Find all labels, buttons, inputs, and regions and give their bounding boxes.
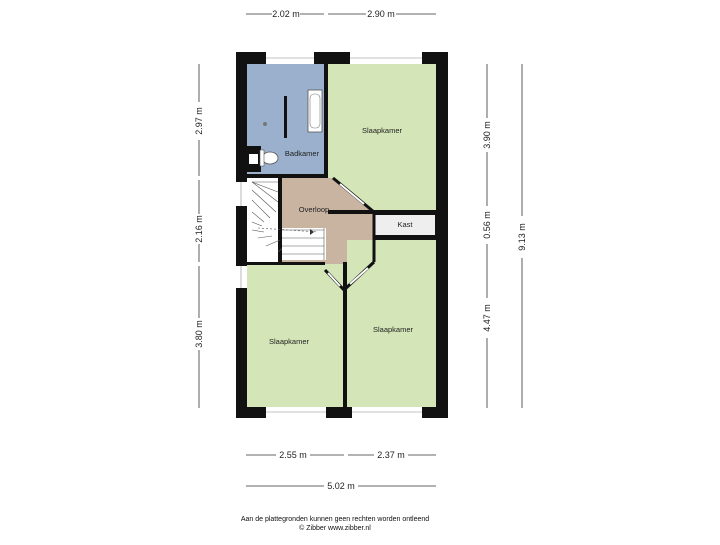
windows (236, 52, 422, 418)
shower-wall (284, 96, 287, 138)
dimension-bottom-right: 2.37 m (377, 450, 405, 460)
room-label-landing: Overloop (299, 205, 329, 214)
bathroom-fixtures (247, 89, 323, 172)
wall-stairs-bedroom (247, 262, 325, 265)
window-bedroom-bottom-left (266, 407, 326, 418)
room-label-bedroom-bottom-left: Slaapkamer (269, 337, 310, 346)
room-label-bathroom: Badkamer (285, 149, 320, 158)
stair-direction-arrow-icon (310, 229, 314, 235)
bedroom-bottom-left-floor (247, 264, 343, 407)
window-stairs (236, 182, 247, 206)
dimension-right-middle: 0.56 m (482, 211, 492, 239)
staircase-area (247, 178, 280, 262)
toilet-tank (259, 149, 265, 167)
left-dimensions: 2.97 m 2.16 m 3.80 m (194, 64, 204, 408)
wall-bath-landing (247, 174, 328, 178)
bathtub-basin (309, 93, 321, 129)
dimension-left-bottom: 3.80 m (194, 320, 204, 348)
room-label-storage: Kast (397, 220, 413, 229)
window-bedroom-left (236, 266, 247, 288)
wall-bedrooms-divider (343, 262, 347, 407)
floor-plan-body: Badkamer Slaapkamer Overloop Kast Slaapk… (236, 52, 448, 418)
dimension-top-left: 2.02 m (272, 9, 300, 19)
wall-bath-bedroom (324, 64, 328, 178)
wall-storage-top (374, 210, 436, 215)
dimension-left-middle: 2.16 m (194, 215, 204, 243)
dimension-right-top: 3.90 m (482, 121, 492, 149)
door-bedroom-right (349, 267, 369, 285)
shower-drain-icon (263, 122, 267, 126)
dimension-top-right: 2.90 m (367, 9, 395, 19)
toilet-icon (261, 151, 279, 165)
dimension-right-bottom: 4.47 m (482, 304, 492, 332)
dimension-bottom-total: 5.02 m (327, 481, 355, 491)
wall-stairs-landing (278, 178, 282, 262)
bedroom-top-right-floor (328, 64, 436, 210)
dimension-left-top: 2.97 m (194, 107, 204, 135)
room-label-bedroom-top-right: Slaapkamer (362, 126, 403, 135)
storage-floor (375, 215, 435, 235)
wall-storage-bottom (374, 235, 436, 240)
room-label-bedroom-bottom-right: Slaapkamer (373, 325, 414, 334)
bedroom-bottom-right-floor (347, 240, 436, 407)
footer-disclaimer: Aan de plattegronden kunnen geen rechten… (241, 516, 429, 523)
dimension-right-total: 9.13 m (517, 223, 527, 251)
door-bedroom-top (339, 183, 365, 205)
right-dimensions: 3.90 m 0.56 m 4.47 m 9.13 m (482, 64, 527, 408)
window-bedroom-bottom-right (352, 407, 422, 418)
bottom-dimensions: 2.55 m 2.37 m 5.02 m (246, 450, 436, 491)
dimension-bottom-left: 2.55 m (279, 450, 307, 460)
footer-credit: © Zibber www.zibber.nl (299, 524, 371, 532)
wall-bedroom-landing (328, 210, 374, 214)
top-dimensions: 2.02 m 2.90 m (246, 9, 436, 19)
door-bedroom-left (327, 272, 341, 287)
staircase (251, 181, 326, 260)
